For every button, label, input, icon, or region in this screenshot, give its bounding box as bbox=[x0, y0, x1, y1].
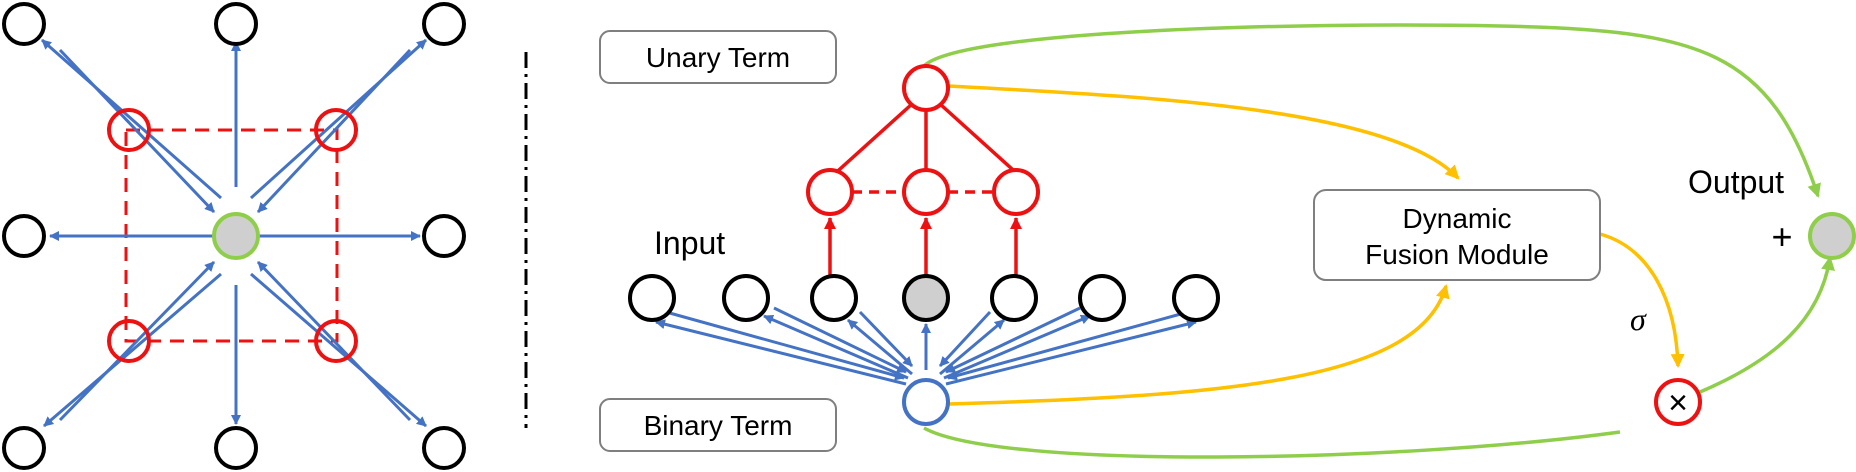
edge-center-to-top-left bbox=[41, 38, 222, 200]
green-skip-path-bottom bbox=[923, 426, 1621, 459]
red-corner-node-top-left bbox=[107, 108, 151, 152]
edge-bottom-left-to-center bbox=[58, 260, 216, 422]
orange-unary-to-fusion bbox=[947, 84, 1460, 180]
dynamic-fusion-module-box bbox=[1313, 189, 1601, 281]
blue-edge-input7-to-binary bbox=[947, 310, 1189, 381]
input-node-1 bbox=[628, 274, 676, 322]
orange-fusion-to-product bbox=[1599, 232, 1685, 368]
outer-node-bottom-left bbox=[2, 426, 46, 470]
red-corner-node-top-right bbox=[314, 108, 358, 152]
blue-edge-input3-to-binary bbox=[858, 310, 914, 368]
output-label: Output bbox=[1688, 164, 1784, 200]
product-node bbox=[1654, 378, 1702, 426]
left-neighborhood-graph bbox=[2, 2, 466, 470]
plus-sign: + bbox=[1771, 216, 1792, 257]
binary-node bbox=[902, 378, 950, 426]
red-corner-node-bottom-left bbox=[107, 319, 151, 363]
input-node-4-center bbox=[902, 274, 950, 322]
times-sign: × bbox=[1668, 384, 1688, 422]
edge-center-to-top-right bbox=[249, 38, 428, 200]
green-product-to-output bbox=[1699, 256, 1835, 394]
outer-node-bottom bbox=[214, 426, 258, 470]
input-node-7 bbox=[1172, 274, 1220, 322]
unary-term-label: Unary Term bbox=[646, 42, 790, 73]
blue-edge-input2-to-binary bbox=[773, 306, 907, 374]
edge-bottom-right-to-center bbox=[256, 260, 412, 422]
input-node-6 bbox=[1078, 274, 1126, 322]
input-node-5 bbox=[990, 274, 1038, 322]
binary-term-label: Binary Term bbox=[644, 410, 793, 441]
unary-child-node-middle bbox=[902, 168, 950, 216]
outer-node-top bbox=[214, 2, 258, 46]
outer-node-top-left bbox=[2, 2, 46, 46]
input-label: Input bbox=[654, 225, 725, 261]
unary-term-box bbox=[599, 30, 837, 84]
unary-root-node bbox=[902, 64, 950, 112]
edge-top-right-to-center bbox=[256, 48, 412, 214]
edge-top-left-to-center bbox=[58, 48, 216, 214]
blue-edge-binary-to-input1 bbox=[655, 319, 907, 386]
tree-edge-root-left bbox=[828, 102, 914, 180]
orange-binary-to-fusion bbox=[947, 284, 1450, 406]
input-node-3 bbox=[810, 274, 858, 322]
tree-edge-root-right bbox=[938, 102, 1024, 180]
outer-node-bottom-right bbox=[422, 426, 466, 470]
green-skip-path-top bbox=[922, 23, 1821, 198]
binary-term-box bbox=[599, 398, 837, 452]
outer-node-left bbox=[2, 214, 46, 258]
input-node-2 bbox=[722, 274, 770, 322]
red-corner-node-bottom-right bbox=[314, 319, 358, 363]
unary-child-node-left bbox=[806, 168, 854, 216]
center-node bbox=[212, 212, 260, 260]
blue-edge-binary-to-input6 bbox=[943, 314, 1091, 380]
fusion-label-line2: Fusion Module bbox=[1365, 239, 1549, 270]
edge-center-to-bottom-left bbox=[43, 272, 222, 428]
edge-center-to-bottom-right bbox=[250, 272, 427, 428]
fusion-label-line1: Dynamic bbox=[1403, 203, 1512, 234]
blue-edge-binary-to-input2 bbox=[763, 314, 909, 380]
unary-child-node-right bbox=[992, 168, 1040, 216]
outer-node-right bbox=[422, 214, 466, 258]
sigma-label: σ bbox=[1630, 301, 1647, 337]
outer-node-top-right bbox=[422, 2, 466, 46]
blue-edge-binary-to-input7 bbox=[945, 319, 1197, 386]
blue-edge-input6-to-binary bbox=[945, 306, 1081, 374]
right-pipeline: Unary Term Binary Term Dynamic Fusion Mo… bbox=[599, 23, 1856, 459]
blue-edge-input5-to-binary bbox=[938, 310, 992, 368]
output-node bbox=[1808, 212, 1856, 260]
blue-edge-input1-to-binary bbox=[665, 310, 905, 381]
